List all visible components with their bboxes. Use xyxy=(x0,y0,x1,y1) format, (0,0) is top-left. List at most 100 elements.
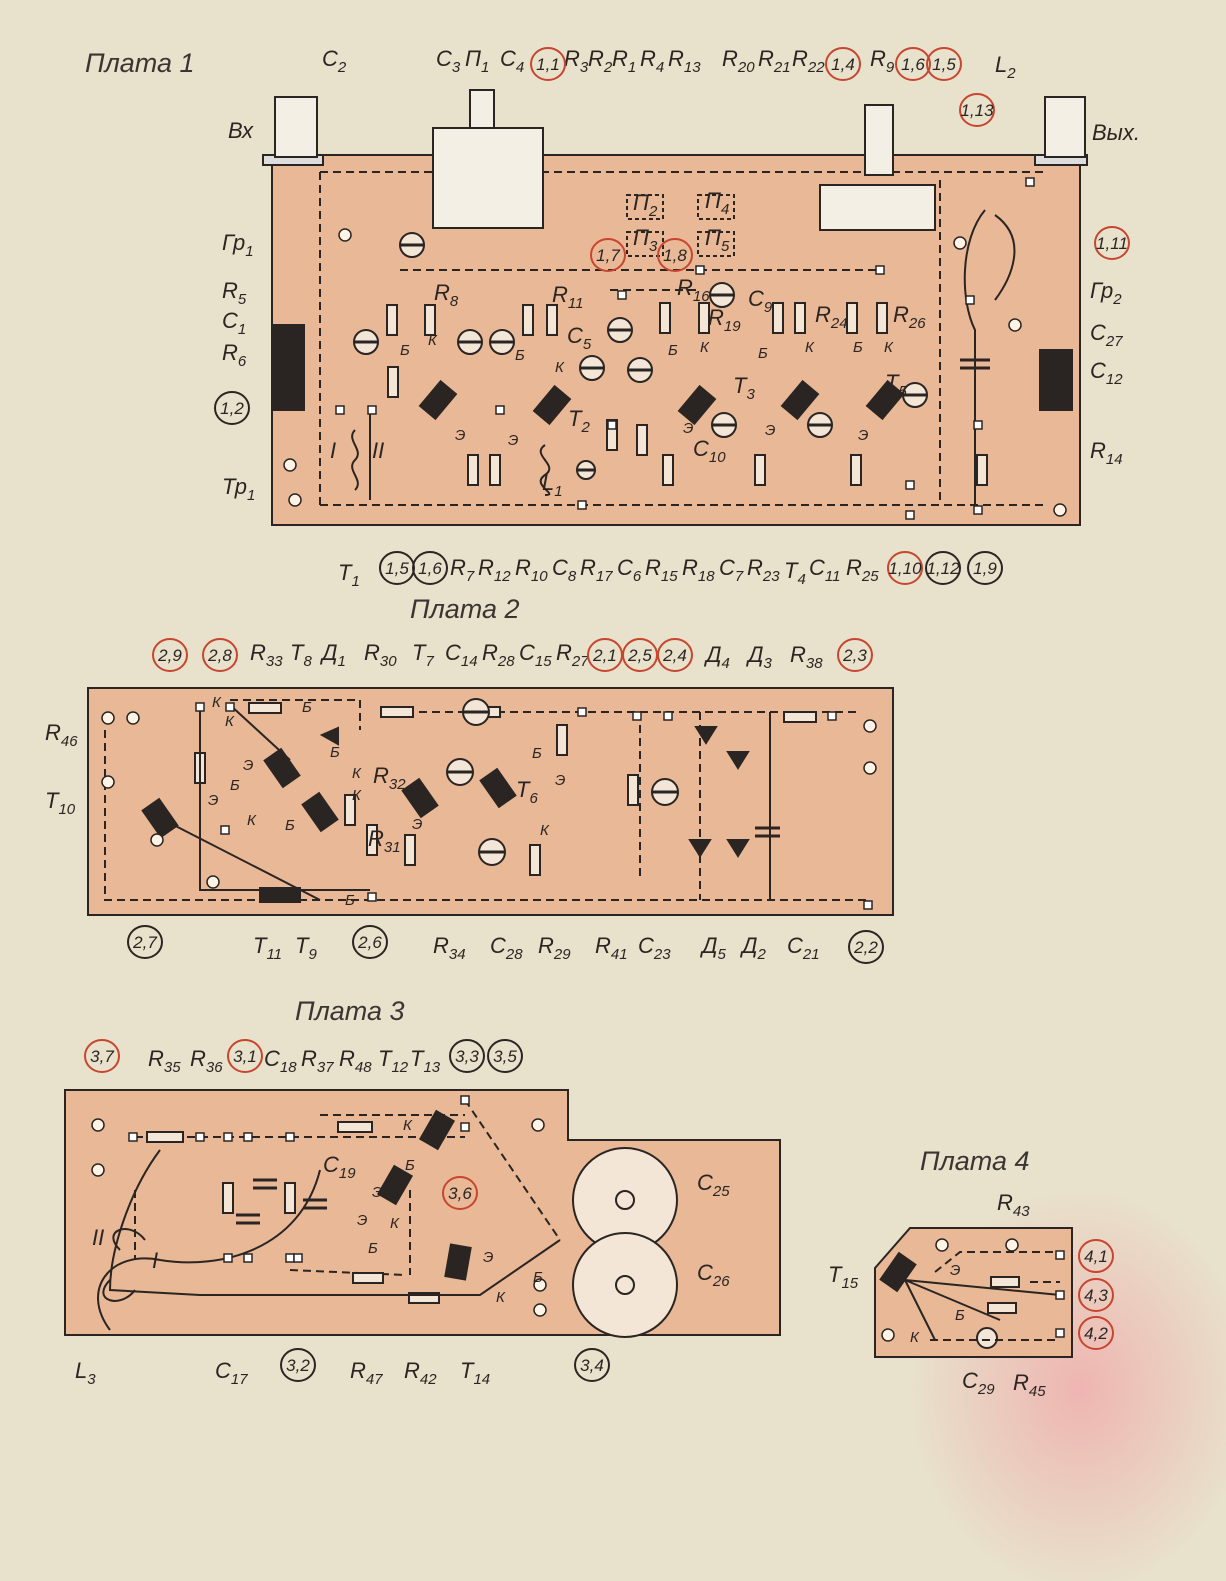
component-label: К xyxy=(352,765,362,782)
label-subscript: 9 xyxy=(308,946,317,963)
label-letter: К xyxy=(496,1289,506,1306)
component-label: Э xyxy=(243,757,253,774)
component-label: R27 xyxy=(556,640,589,670)
label-letter: R xyxy=(339,1046,355,1071)
label-letter: C xyxy=(697,1170,713,1195)
component-label: T4 xyxy=(784,558,806,588)
transistor-icon xyxy=(301,791,339,833)
mounting-hole xyxy=(1005,1238,1019,1252)
mounting-hole xyxy=(101,775,115,789)
label-letter: Гр xyxy=(1090,278,1113,303)
label-subscript: 19 xyxy=(724,318,741,335)
label-letter: R xyxy=(478,555,494,580)
component-label: C9 xyxy=(748,286,773,316)
label-letter: R xyxy=(301,1046,317,1071)
component-label: R37 xyxy=(301,1046,334,1076)
component-label: T5 xyxy=(885,370,907,400)
component-label: Б xyxy=(400,342,410,359)
label-letter: К xyxy=(212,694,222,711)
component-label: R3 xyxy=(564,46,589,76)
marker-label: 1,13 xyxy=(960,101,994,120)
board-1-outline xyxy=(271,154,1081,526)
connection-point-marker: 1,7 xyxy=(590,238,626,272)
label-letter: R xyxy=(997,1190,1013,1215)
label-subscript: 37 xyxy=(317,1059,334,1076)
potentiometer-shaft xyxy=(864,104,894,176)
component-label: П2 xyxy=(633,190,658,220)
component-label: Э xyxy=(208,792,218,809)
label-letter: Э xyxy=(412,816,422,833)
label-subscript: 1 xyxy=(351,573,359,590)
label-subscript: 10 xyxy=(531,568,548,585)
resistor-icon xyxy=(606,419,618,451)
component-label: R23 xyxy=(747,555,780,585)
marker-circle xyxy=(412,551,448,585)
label-letter: Д xyxy=(739,933,758,958)
label-letter: T xyxy=(253,933,268,958)
component-label: Д2 xyxy=(739,933,767,963)
connection-point-marker: 3,6 xyxy=(442,1176,478,1210)
transistor-icon xyxy=(401,777,439,819)
marker-circle xyxy=(127,925,163,959)
resistor-icon xyxy=(850,454,862,486)
resistor-icon xyxy=(344,794,356,826)
label-subscript: 19 xyxy=(339,1165,356,1182)
marker-label: 3,3 xyxy=(455,1047,479,1066)
label-letter: К xyxy=(428,332,438,349)
board-2-title: Плата 2 xyxy=(410,594,520,624)
label-letter: Д xyxy=(699,933,718,958)
label-subscript: 3 xyxy=(764,655,773,672)
label-letter: T xyxy=(885,370,900,395)
connection-point-marker: 2,1 xyxy=(587,638,623,672)
component-label: R15 xyxy=(645,555,678,585)
label-letter: C xyxy=(748,286,764,311)
capacitor-icon xyxy=(976,1327,998,1349)
label-letter: II xyxy=(372,438,384,463)
label-letter: C xyxy=(215,1358,231,1383)
component-label: Э xyxy=(765,422,775,439)
connection-point-marker: 3,2 xyxy=(280,1348,316,1382)
component-label: Вых. xyxy=(1092,120,1140,145)
label-subscript: 35 xyxy=(164,1059,181,1076)
switch-knob xyxy=(469,89,495,129)
capacitor-terminal xyxy=(615,1190,635,1210)
label-subscript: 12 xyxy=(391,1059,408,1076)
marker-label: 2,4 xyxy=(662,646,687,665)
marker-label: 2,7 xyxy=(132,933,157,952)
solder-pad xyxy=(285,1132,295,1142)
label-subscript: 46 xyxy=(61,733,78,750)
label-letter: Э xyxy=(357,1212,367,1229)
label-letter: R xyxy=(373,763,389,788)
marker-label: 1,6 xyxy=(901,55,925,74)
component-label: К xyxy=(700,339,710,356)
mounting-hole xyxy=(126,711,140,725)
marker-label: 1,7 xyxy=(596,246,620,265)
transistor-icon xyxy=(259,887,301,903)
marker-circle xyxy=(152,638,188,672)
mounting-hole xyxy=(533,1303,547,1317)
resistor-icon xyxy=(976,454,988,486)
label-letter: R xyxy=(893,302,909,327)
transistor-icon xyxy=(532,384,572,426)
label-subscript: 2 xyxy=(603,59,613,76)
component-label: T14 xyxy=(460,1358,490,1388)
marker-circle xyxy=(959,93,995,127)
mounting-hole xyxy=(150,833,164,847)
marker-circle xyxy=(887,551,923,585)
trace xyxy=(159,704,771,901)
solder-pad xyxy=(965,295,975,305)
marker-label: 3,5 xyxy=(493,1047,517,1066)
component-label: Б xyxy=(302,699,312,716)
label-subscript: 28 xyxy=(505,946,523,963)
label-letter: C xyxy=(552,555,568,580)
label-subscript: 47 xyxy=(366,1371,383,1388)
component-label: П3 xyxy=(633,225,658,255)
label-letter: Б xyxy=(668,342,678,359)
marker-circle xyxy=(925,551,961,585)
component-label: I xyxy=(152,1248,158,1273)
component-label: Э xyxy=(555,772,565,789)
label-subscript: 7 xyxy=(735,568,744,585)
connection-point-marker: 4,2 xyxy=(1078,1316,1114,1350)
board-1-title: Плата 1 xyxy=(85,48,195,78)
label-letter: T xyxy=(516,777,531,802)
